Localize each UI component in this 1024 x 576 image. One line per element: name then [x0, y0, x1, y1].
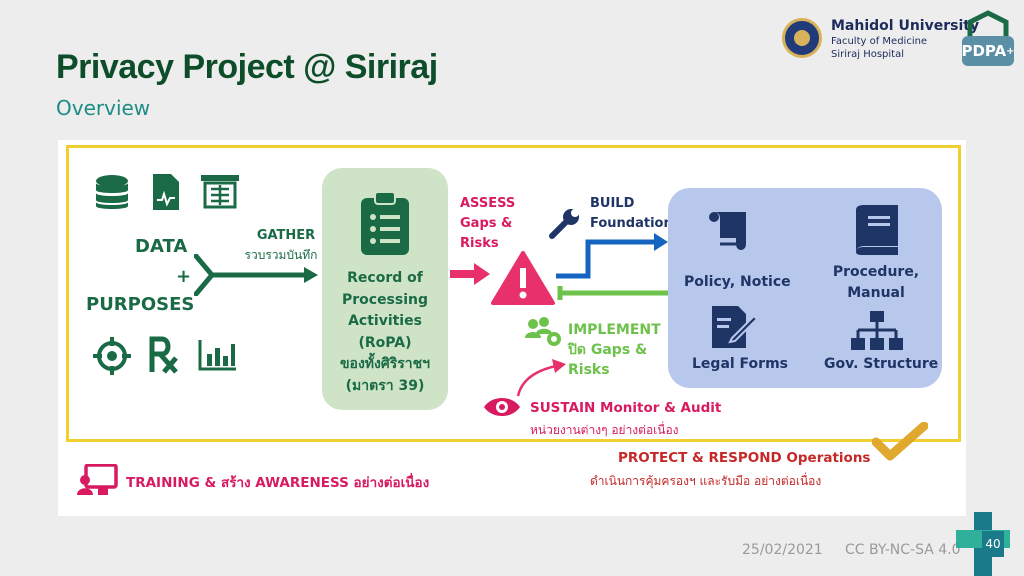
data-label: DATA [135, 236, 188, 257]
university-name: Mahidol University [831, 18, 980, 34]
page-title: Privacy Project @ Siriraj [56, 48, 438, 86]
implement-line-2: ปิด Gaps & [568, 342, 648, 358]
training-presentation-icon [77, 464, 118, 495]
gather-label: GATHER [256, 228, 316, 243]
clipboard-list-icon [361, 191, 409, 255]
gov-structure-label: Gov. Structure [824, 356, 939, 372]
assess-label: ASSESS Gaps & Risks [460, 194, 515, 254]
gather-thai-label: รวบรวมบันทึก [244, 248, 318, 262]
house-roof-icon [967, 10, 1009, 36]
eye-icon [484, 398, 520, 416]
pdpa-logo-text: PDPA [961, 42, 1007, 60]
build-implement-arrows [556, 233, 668, 300]
wrench-icon [549, 209, 579, 239]
assess-line-2: Gaps & [460, 216, 513, 231]
warning-icon [491, 251, 555, 305]
build-label: BUILD Foundations [590, 194, 680, 234]
ropa-line-4: (RoPA) [358, 334, 412, 351]
ropa-line-2: Processing [341, 291, 429, 308]
build-line-1: BUILD [590, 196, 635, 211]
footer-license: CC BY-NC-SA 4.0 [845, 542, 961, 558]
assess-line-3: Risks [460, 236, 499, 251]
protect-label: PROTECT & RESPOND Operations [618, 450, 871, 466]
procedure-line-2: Manual [847, 285, 905, 301]
ropa-line-5: ของทั้งศิริราชฯ [339, 356, 431, 372]
policy-notice-label: Policy, Notice [684, 274, 791, 290]
target-icon [93, 337, 131, 375]
build-line-2: Foundations [590, 216, 681, 231]
process-frame [66, 145, 961, 442]
database-icon [96, 175, 128, 209]
sustain-arrow [516, 359, 566, 397]
legal-form-icon [712, 306, 758, 348]
page-subtitle: Overview [56, 96, 151, 120]
team-gear-icon [525, 317, 561, 346]
medical-file-icon [153, 174, 179, 210]
gather-arrow [194, 254, 318, 296]
assess-line-1: ASSESS [460, 196, 516, 211]
prescription-icon [149, 336, 178, 374]
checkmark-icon [872, 422, 928, 461]
procedure-line-1: Procedure, [832, 264, 920, 280]
ropa-line-6: (มาตรา 39) [345, 377, 425, 394]
training-label: TRAINING & สร้าง AWARENESS อย่างต่อเนื่อ… [126, 475, 430, 491]
plus-sign: + [176, 266, 192, 287]
ropa-text: Record of Processing Activities (RoPA) ข… [322, 268, 448, 397]
assess-arrow [450, 263, 490, 285]
manual-book-icon [856, 205, 898, 255]
implement-line-3: Risks [568, 362, 610, 378]
implement-label: IMPLEMENT ปิด Gaps & Risks [568, 320, 661, 380]
scroll-icon [709, 212, 746, 250]
implement-line-1: IMPLEMENT [568, 322, 661, 338]
page-number: 40 [982, 531, 1004, 557]
ropa-line-1: Record of [347, 270, 423, 286]
document-list-icon [201, 175, 239, 209]
org-structure-icon [851, 311, 903, 350]
mahidol-seal-icon [782, 18, 822, 58]
legal-forms-label: Legal Forms [692, 356, 788, 372]
protect-thai-label: ดำเนินการคุ้มครองฯ และรับมือ อย่างต่อเนื… [590, 474, 822, 488]
hospital-name: Siriraj Hospital [831, 49, 905, 60]
ropa-line-3: Activities [348, 313, 422, 329]
faculty-name: Faculty of Medicine [831, 36, 928, 47]
sustain-label: SUSTAIN Monitor & Audit [530, 400, 722, 416]
pdpa-logo: PDPA+ [961, 36, 1015, 66]
bar-chart-icon [198, 340, 236, 371]
purposes-label: PURPOSES [86, 294, 195, 315]
procedure-manual-label: Procedure, Manual [820, 262, 932, 304]
footer-date: 25/02/2021 [742, 542, 823, 558]
sustain-thai-label: หน่วยงานต่างๆ อย่างต่อเนื่อง [530, 423, 679, 437]
